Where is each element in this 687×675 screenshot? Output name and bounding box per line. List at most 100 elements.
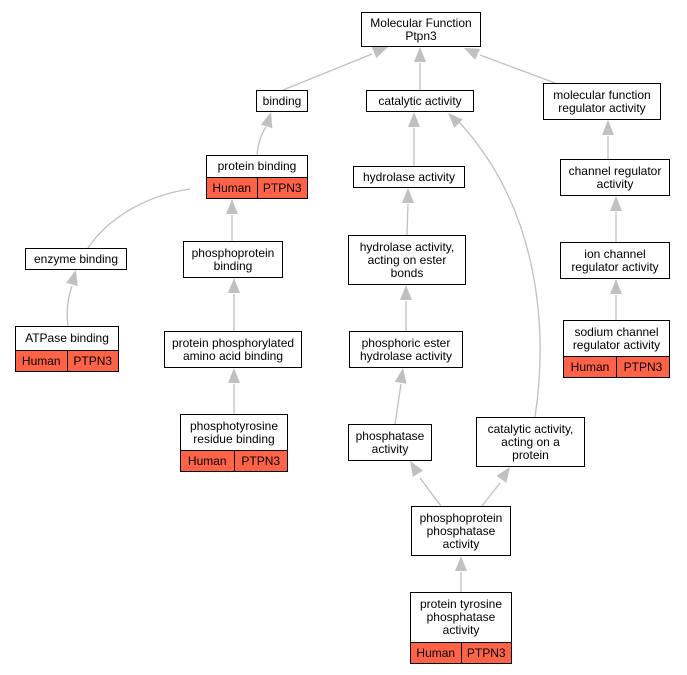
annotation-gene[interactable]: PTPN3 (66, 351, 119, 371)
edge-arrowhead (371, 47, 388, 59)
annotation-gene[interactable]: PTPN3 (233, 451, 288, 471)
annotation-species[interactable]: Human (570, 360, 610, 374)
edge-arrowhead (496, 467, 510, 483)
edge-arrowhead (228, 368, 240, 383)
node-label-line: phosphoprotein (191, 245, 275, 260)
node-label-line: activity (442, 536, 480, 551)
annotation-species[interactable]: Human (212, 181, 252, 195)
edge-line (458, 121, 541, 418)
node-label: protein binding (207, 156, 307, 177)
edge-arrowhead (228, 278, 240, 293)
node-label-line: phosphoprotein (419, 510, 503, 525)
node-label-line: activity (371, 441, 409, 456)
edge-channel_regulator-to-mf_regulator (602, 120, 614, 159)
node-label-line: hydrolase activity (359, 348, 453, 363)
edge-arrowhead (66, 270, 78, 287)
annotation-row: Human PTPN3 (181, 450, 287, 471)
edge-phosphoprotein_binding-to-protein_binding (226, 199, 238, 241)
edge-arrowhead (226, 199, 238, 214)
annotation-species[interactable]: Human (187, 454, 227, 468)
annotation-species[interactable]: Human (21, 354, 61, 368)
edge-line (479, 54, 556, 84)
edge-binding-to-mf_root (282, 47, 388, 91)
edge-arrowhead (455, 556, 467, 571)
annotation-row: Human PTPN3 (207, 177, 307, 198)
annotation-species[interactable]: Human (416, 646, 456, 660)
node-label-line: hydrolase activity, (359, 239, 455, 254)
node-binding[interactable]: binding (256, 90, 308, 112)
node-label: hydrolase activity (354, 167, 464, 187)
node-label-line: phosphotyrosine (189, 418, 279, 433)
node-label-line: bonds (390, 265, 424, 280)
edge-phosphatase-to-phosphoric_ester (394, 368, 407, 425)
edge-arrowhead (610, 196, 622, 211)
node-label-line: Ptpn3 (405, 28, 437, 43)
edge-protein_binding-to-binding (256, 112, 273, 156)
edge-mf_regulator-to-mf_root (464, 48, 556, 84)
node-label-line: enzyme binding (33, 251, 119, 266)
edge-phosphoric_ester-to-hydrolase_ester (400, 285, 412, 331)
edge-line (66, 285, 73, 327)
node-enzyme-binding[interactable]: enzyme binding (25, 248, 127, 270)
edge-arrowhead (448, 113, 463, 128)
edge-line (481, 482, 501, 507)
node-label-line: regulator activity (571, 259, 659, 274)
node-catalytic[interactable]: catalytic activity (366, 90, 474, 112)
annotation-row: Human PTPN3 (16, 350, 118, 371)
node-label: catalytic activity (367, 91, 473, 111)
edge-phosphotyrosine_binding-to-protein_phos_aa_binding (228, 368, 240, 414)
edge-line (406, 203, 409, 236)
edge-line (419, 477, 442, 507)
edge-arrowhead (400, 285, 412, 300)
node-label-line: catalytic activity, (487, 421, 574, 436)
edge-arrowhead (414, 47, 426, 62)
edge-arrowhead (408, 112, 420, 127)
annotation-gene[interactable]: PTPN3 (460, 643, 512, 663)
node-label-line: residue binding (193, 431, 275, 446)
node-label-line: ATPase binding (25, 331, 109, 345)
node-label-line: ion channel (584, 246, 646, 261)
node-label: enzyme binding (26, 249, 126, 269)
edge-atpase_binding-to-enzyme_binding (66, 270, 78, 327)
node-label-line: binding (262, 93, 302, 108)
annotation-gene[interactable]: PTPN3 (616, 357, 669, 377)
node-label-line: phosphatase (426, 523, 496, 538)
annotation-row: Human PTPN3 (564, 356, 669, 377)
edge-arrowhead (464, 48, 481, 60)
node-label-line: molecular function (553, 87, 651, 102)
node-hydrolase[interactable]: hydrolase activity (353, 166, 465, 188)
edge-catalytic-to-mf_root (414, 47, 426, 90)
node-label-line: hydrolase activity (362, 169, 456, 184)
node-label-line: Molecular Function (370, 15, 472, 30)
node-label-line: phosphatase (355, 428, 425, 443)
edge-arrowhead (602, 120, 614, 135)
node-label-line: acting on a (501, 434, 560, 449)
annotation-gene[interactable]: PTPN3 (256, 178, 308, 198)
